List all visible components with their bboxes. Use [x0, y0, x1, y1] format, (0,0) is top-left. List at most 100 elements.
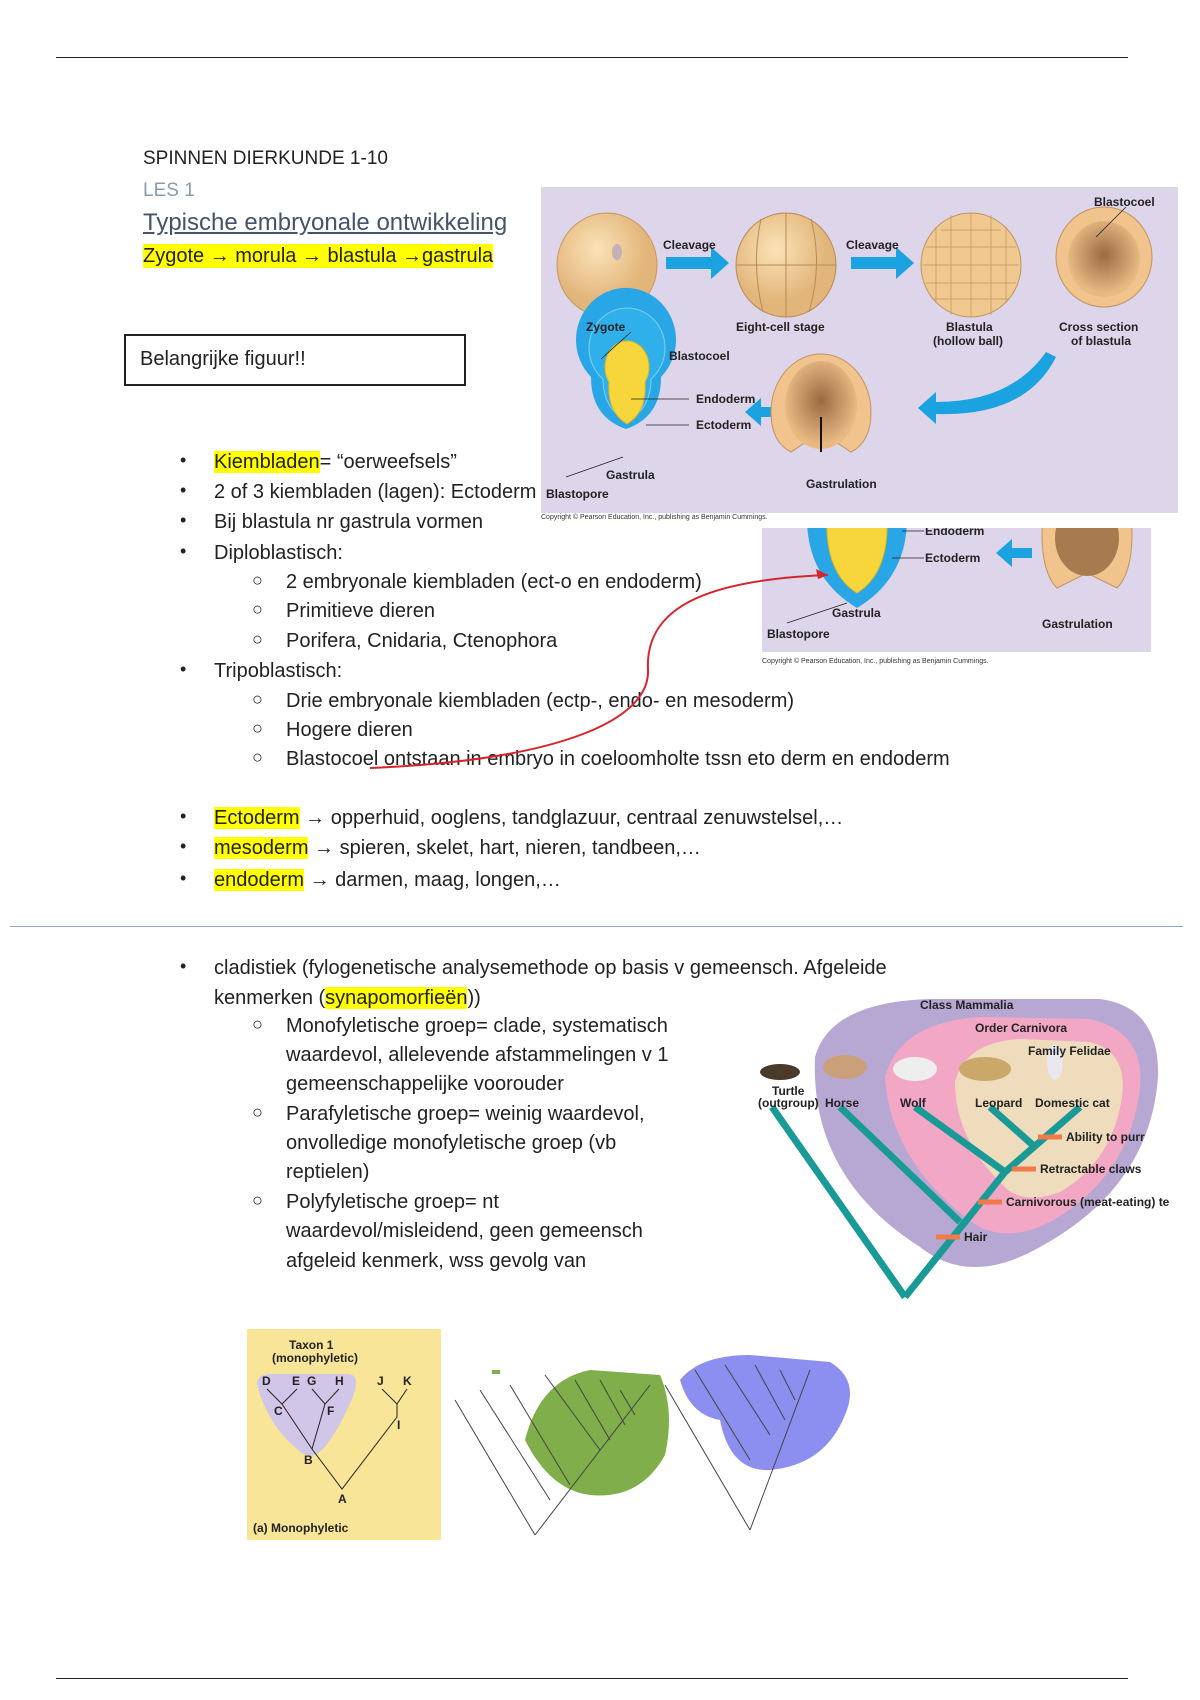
sub-item: Monofyletische groep= clade, systematisc… — [286, 1015, 668, 1037]
eight-cell-illustration — [735, 212, 837, 318]
label-hair: Hair — [964, 1230, 988, 1244]
polyphyletic-clade-shape — [680, 1355, 850, 1471]
callout-box: Belangrijke figuur!! — [124, 334, 466, 386]
sub-item: Hogere dieren — [286, 719, 413, 741]
sub-item: onvolledige monofyletische groep (vb — [286, 1132, 617, 1154]
crop-label-ectoderm: Ectoderm — [925, 551, 980, 565]
label-blastocoel: Blastocoel — [669, 349, 730, 363]
crop-label-gastrula: Gastrula — [832, 606, 881, 620]
item-text: → spieren, skelet, hart, nieren, tandbee… — [308, 837, 701, 859]
node-label: J — [377, 1374, 384, 1388]
sub-item: waardevol/misleidend, geen gemeensch — [286, 1220, 643, 1242]
cat-icon — [1047, 1044, 1063, 1080]
sub-item: Drie embryonale kiembladen (ectp-, endo-… — [286, 690, 795, 712]
label-zygote: Zygote — [586, 320, 626, 334]
label-blastocoel-top: Blastocoel — [1094, 195, 1155, 209]
label-outgroup: (outgroup) — [758, 1096, 819, 1110]
node-label: I — [397, 1418, 400, 1432]
leopard-icon — [959, 1057, 1011, 1081]
label-endoderm: Endoderm — [696, 392, 755, 406]
figure2-copyright: Copyright © Pearson Education, Inc., pub… — [762, 658, 989, 665]
label-leopard: Leopard — [975, 1096, 1022, 1110]
list-item: Diploblastisch: — [214, 542, 343, 564]
lesson-label: LES 1 — [143, 180, 195, 201]
label-claws: Retractable claws — [1040, 1162, 1142, 1176]
label-turtle: Turtle — [772, 1084, 805, 1098]
node-label: H — [335, 1374, 344, 1388]
highlighted-term: Ectoderm — [214, 807, 300, 829]
mammal-cladogram-figure: Class Mammalia Order Carnivora Family Fe… — [758, 998, 1170, 1300]
monophyletic-figure: Taxon 1 (monophyletic) D E G H J K C F I… — [247, 1329, 441, 1540]
label-gastrulation: Gastrulation — [806, 477, 877, 491]
cladistics-text: cladistiek (fylogenetische analysemethod… — [214, 957, 887, 979]
sub-item: Blastocoel ontstaan in embryo in coeloom… — [286, 748, 950, 770]
label-family: Family Felidae — [1028, 1044, 1111, 1058]
highlighted-term: mesoderm — [214, 837, 309, 859]
wolf-icon — [893, 1057, 937, 1081]
cladogram-branches — [769, 1104, 1083, 1300]
turtle-icon — [760, 1064, 800, 1080]
sub-item: gemeenschappelijke voorouder — [286, 1073, 564, 1095]
highlighted-term: Kiembladen — [214, 451, 320, 473]
list-item: 2 of 3 kiembladen (lagen): Ectoderm — [214, 481, 537, 503]
horse-icon — [823, 1055, 867, 1079]
sub-item: Porifera, Cnidaria, Ctenophora — [286, 630, 558, 652]
label-blastula: Blastula — [946, 320, 993, 334]
label-order: Order Carnivora — [975, 1021, 1067, 1035]
sub-item: Primitieve dieren — [286, 600, 435, 622]
node-label: C — [274, 1404, 283, 1418]
label-gastrula: Gastrula — [606, 468, 655, 482]
node-label: F — [327, 1404, 334, 1418]
label-cross-section: Cross section — [1059, 320, 1138, 334]
taxon-title: Taxon 1 — [289, 1338, 334, 1352]
label-ectoderm: Ectoderm — [696, 418, 751, 432]
node-label: K — [403, 1374, 412, 1388]
label-class: Class Mammalia — [920, 998, 1014, 1012]
cleavage-arrows — [666, 247, 1056, 426]
gastrula-illustration — [576, 287, 676, 429]
item-text: = “oerweefsels” — [319, 451, 457, 473]
red-annotation-arrow — [369, 569, 829, 769]
cladistics-text-2: kenmerken (synapomorfieën)) — [214, 986, 481, 1010]
crop-label-blastopore: Blastopore — [767, 627, 830, 641]
node-label: A — [338, 1492, 347, 1506]
blastula-cross-section — [1055, 206, 1153, 308]
node-label: G — [307, 1374, 316, 1388]
highlighted-term: endoderm — [214, 869, 305, 891]
section-divider — [10, 926, 1183, 927]
layer-item-ectoderm: Ectoderm → opperhuid, ooglens, tandglazu… — [214, 806, 843, 830]
sub-item: reptielen) — [286, 1161, 370, 1183]
top-rule — [56, 57, 1128, 58]
sub-item: afgeleid kenmerk, wss gevolg van — [286, 1250, 587, 1272]
label-blastopore: Blastopore — [546, 487, 609, 501]
label-horse: Horse — [825, 1096, 859, 1110]
label-purr: Ability to purr — [1066, 1130, 1145, 1144]
sub-item: waardevol, allelevende afstammelingen v … — [286, 1044, 669, 1066]
node-label: B — [304, 1453, 313, 1467]
label-carnivorous: Carnivorous (meat-eating) teeth — [1006, 1195, 1170, 1209]
node-label: D — [262, 1374, 271, 1388]
development-sequence: Zygote → morula → blastula →gastrula — [143, 244, 494, 268]
blastula-illustration — [920, 212, 1022, 318]
sub-item: 2 embryonale kiembladen (ect-o en endode… — [286, 571, 702, 593]
label-cleavage-2: Cleavage — [846, 238, 899, 252]
section-heading: Typische embryonale ontwikkeling — [143, 209, 508, 236]
list-item: Tripoblastisch: — [214, 660, 343, 682]
taxon-subtitle: (monophyletic) — [272, 1351, 358, 1365]
layer-item-mesoderm: mesoderm → spieren, skelet, hart, nieren… — [214, 836, 701, 860]
layer-item-endoderm: endoderm → darmen, maag, longen,… — [214, 868, 561, 892]
label-hollow-ball: (hollow ball) — [933, 334, 1003, 348]
phylogeny-comparison-figures — [454, 1355, 850, 1536]
item-text: → darmen, maag, longen,… — [304, 869, 561, 891]
callout-text: Belangrijke figuur!! — [140, 348, 306, 370]
document-title: SPINNEN DIERKUNDE 1-10 — [143, 148, 388, 169]
text: kenmerken ( — [214, 987, 326, 1009]
sub-item: Parafyletische groep= weinig waardevol, — [286, 1103, 645, 1125]
label-cat: Domestic cat — [1035, 1096, 1110, 1110]
bottom-rule — [56, 1678, 1128, 1679]
gastrulation-illustration — [770, 353, 872, 453]
label-of-blastula: of blastula — [1071, 334, 1131, 348]
crop-label-endoderm: Endoderm — [925, 528, 984, 538]
node-label: E — [292, 1374, 300, 1388]
